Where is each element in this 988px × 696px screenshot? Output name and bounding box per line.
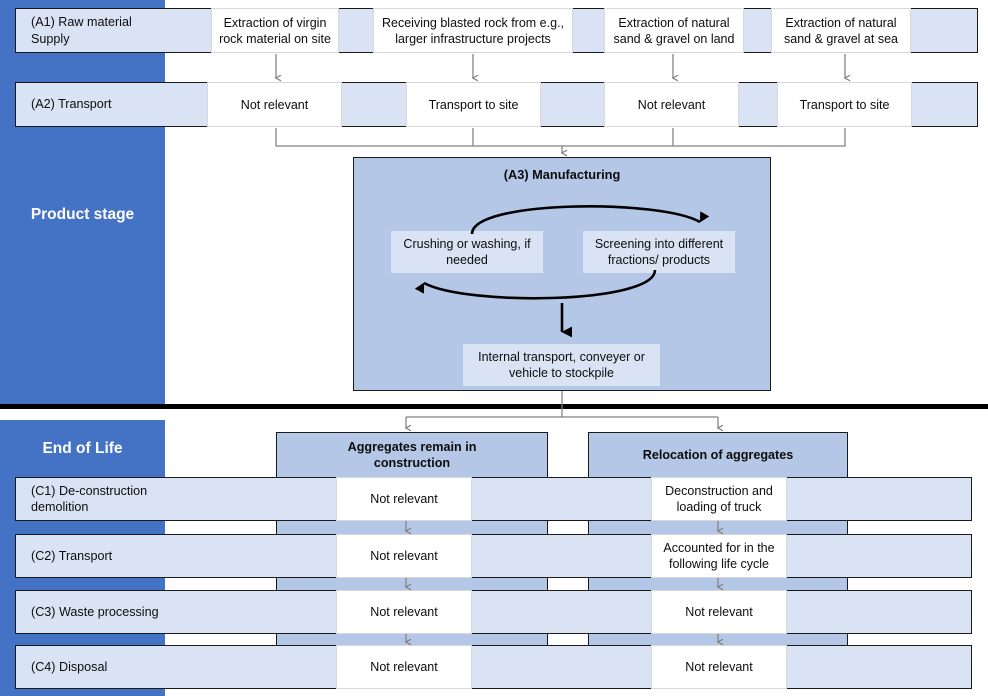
cell-a1-1-line1: Extraction of virgin (223, 15, 327, 30)
cell-c2-2-line2: following life cycle (668, 557, 770, 571)
a1-to-a2-arrows (276, 54, 845, 78)
cell-a2-4: Transport to site (777, 82, 912, 127)
row-c4-band (15, 645, 972, 689)
cell-c2-1: Not relevant (336, 534, 472, 578)
cell-a2-2-line1: Transport to site (428, 97, 519, 112)
cell-a2-3-line1: Not relevant (637, 97, 706, 112)
a3-box-crushing-line1: Crushing or washing, if (403, 237, 531, 251)
sidebar-product-stage (0, 0, 165, 404)
row-c1-label: (C1) De-construction demolition (17, 479, 267, 519)
cell-a2-2: Transport to site (406, 82, 541, 127)
cell-a1-1-line2: rock material on site (219, 31, 331, 46)
row-c4-label: (C4) Disposal (31, 659, 108, 674)
a3-box-screening: Screening into different fractions/ prod… (583, 231, 735, 273)
cell-c3-1: Not relevant (336, 590, 472, 634)
cell-c2-1-line1: Not relevant (370, 549, 438, 563)
a3-to-eol-connector (406, 391, 718, 428)
cell-a1-4-line2: sand & gravel at sea (784, 31, 898, 46)
row-a1-label-line1: (A1) Raw material (31, 15, 132, 30)
row-c1-band (15, 477, 972, 521)
cell-c1-2-line1: Deconstruction and (665, 484, 773, 498)
cell-a2-1-line1: Not relevant (240, 97, 309, 112)
a3-box-internal-transport-line1: Internal transport, conveyer or (478, 350, 645, 364)
row-c2-label: (C2) Transport (31, 548, 113, 563)
a3-box-crushing: Crushing or washing, if needed (391, 231, 543, 273)
cell-a1-4: Extraction of natural sand & gravel at s… (771, 8, 911, 53)
cell-c2-2-line1: Accounted for in the (663, 541, 775, 555)
eol-header-2-line1: Relocation of aggregates (642, 447, 794, 462)
product-stage-label: Product stage (30, 206, 135, 223)
cell-a1-3-line1: Extraction of natural (618, 15, 730, 30)
cell-c1-2-line2: loading of truck (676, 500, 762, 514)
a3-box-screening-line1: Screening into different (594, 237, 724, 251)
cell-a1-3: Extraction of natural sand & gravel on l… (604, 8, 744, 53)
cell-c1-1-line1: Not relevant (370, 492, 438, 506)
a3-title: (A3) Manufacturing (503, 167, 621, 182)
eol-header-1-line2: construction (373, 456, 451, 470)
cell-c1-1: Not relevant (336, 477, 472, 521)
row-c2-band (15, 534, 972, 578)
a3-box-screening-line2: fractions/ products (607, 253, 711, 267)
eol-header-1-line1: Aggregates remain in (347, 439, 477, 454)
a3-box-crushing-line2: needed (446, 253, 488, 267)
row-c3-label: (C3) Waste processing (31, 604, 159, 619)
cell-c4-2: Not relevant (651, 645, 787, 689)
cell-a2-1: Not relevant (207, 82, 342, 127)
cell-c3-2-line1: Not relevant (685, 605, 753, 619)
row-a1-label: (A1) Raw material Supply (17, 10, 207, 51)
a3-box-internal-transport: Internal transport, conveyer or vehicle … (463, 344, 660, 386)
end-of-life-label: End of Life (42, 440, 123, 457)
cell-a2-3: Not relevant (604, 82, 739, 127)
cell-c4-1-line1: Not relevant (370, 660, 438, 674)
cell-c3-2: Not relevant (651, 590, 787, 634)
cell-c2-2: Accounted for in the following life cycl… (651, 534, 787, 578)
cell-a2-4-line1: Transport to site (799, 97, 890, 112)
cell-a1-2-line2: larger infrastructure projects (395, 31, 551, 46)
cell-c4-1: Not relevant (336, 645, 472, 689)
row-c3-band (15, 590, 972, 634)
a3-box-internal-transport-line2: vehicle to stockpile (509, 366, 614, 380)
cell-a1-2: Receiving blasted rock from e.g., larger… (373, 8, 573, 53)
row-c1-label-line1: (C1) De-construction (31, 483, 148, 498)
cell-c4-2-line1: Not relevant (685, 660, 753, 674)
row-a2-label: (A2) Transport (31, 97, 112, 112)
cell-a1-1: Extraction of virgin rock material on si… (211, 8, 339, 53)
cell-a1-3-line2: sand & gravel on land (613, 31, 735, 46)
cell-a1-4-line1: Extraction of natural (785, 15, 897, 30)
cell-a1-2-line1: Receiving blasted rock from e.g., (381, 15, 565, 30)
cell-c3-1-line1: Not relevant (370, 605, 438, 619)
row-c1-label-line2: demolition (31, 500, 89, 514)
cell-c1-2: Deconstruction and loading of truck (651, 477, 787, 521)
row-a1-label-line2: Supply (31, 31, 70, 46)
stage-divider (0, 404, 988, 409)
a2-to-a3-connector (275, 128, 846, 153)
eol-header-aggregates-remain: Aggregates remain in construction (276, 432, 548, 478)
eol-header-relocation: Relocation of aggregates (588, 432, 848, 478)
